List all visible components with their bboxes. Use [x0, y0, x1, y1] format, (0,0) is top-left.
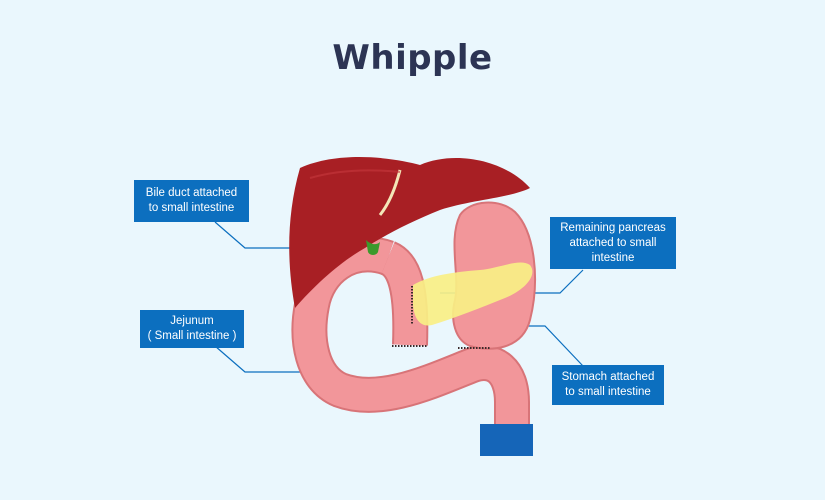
pancreas-illustration — [411, 262, 533, 326]
bile-duct-illustration — [366, 240, 380, 255]
intestine-exit-block — [480, 424, 533, 456]
label-jejunum: Jejunum ( Small intestine ) — [140, 310, 244, 348]
label-pancreas: Remaining pancreas attached to small int… — [550, 217, 676, 269]
connector-jejunum — [214, 345, 318, 373]
label-stomach: Stomach attached to small intestine — [552, 365, 664, 405]
liver-illustration — [289, 157, 530, 308]
page-title: Whipple — [332, 38, 493, 78]
label-bile-duct: Bile duct attached to small intestine — [134, 180, 249, 222]
